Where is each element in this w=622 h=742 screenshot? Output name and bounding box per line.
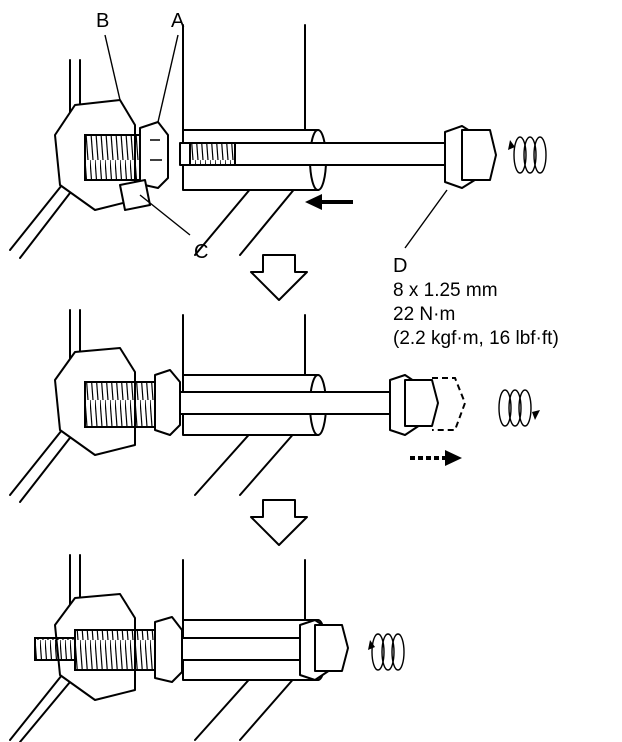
step-1-panel: B A C — [9, 10, 547, 263]
torque-value: 22 N·m — [393, 304, 455, 325]
arrow-right-dashed-icon — [410, 450, 462, 466]
step-3-panel — [9, 554, 405, 742]
torque-alt-units: (2.2 kgf·m, 16 lbf·ft) — [393, 328, 559, 349]
rotation-icon — [508, 136, 547, 174]
rotation-icon — [368, 633, 405, 671]
step-down-arrow-icon — [250, 499, 308, 546]
callout-c: C — [194, 241, 208, 263]
rotation-icon — [498, 389, 540, 427]
step-down-arrow-icon — [250, 254, 308, 301]
callout-a: A — [171, 10, 185, 32]
callout-b: B — [96, 10, 109, 32]
torque-spec: D 8 x 1.25 mm 22 N·m (2.2 kgf·m, 16 lbf·… — [393, 255, 559, 349]
bolt-size: 8 x 1.25 mm — [393, 280, 498, 301]
step-2-panel — [9, 309, 540, 503]
callout-d: D — [393, 255, 407, 277]
arrow-left-icon — [305, 194, 353, 210]
